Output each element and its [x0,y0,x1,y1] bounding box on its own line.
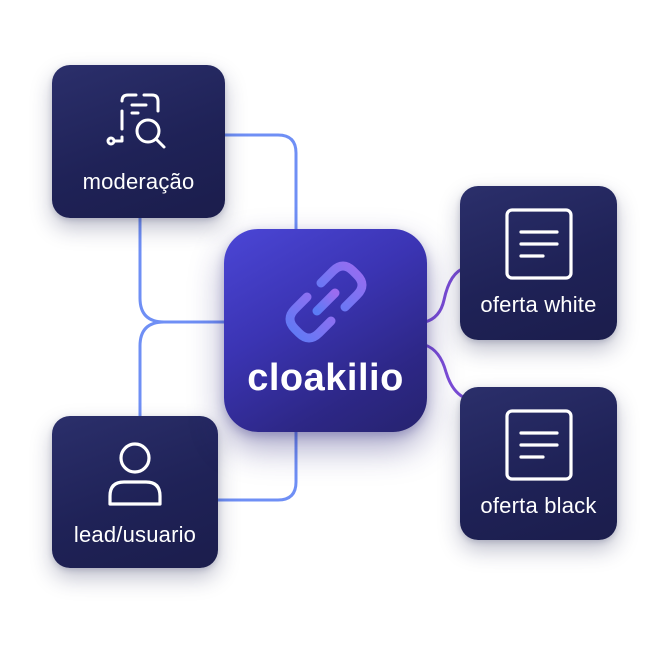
node-offer-black: oferta black [460,387,617,540]
connector-center-offer-black [423,343,467,400]
node-offer-white: oferta white [460,186,617,340]
connector-lead-center-left [138,320,166,418]
connector-lead-center-bottom [216,428,298,502]
link-chain-icon [283,259,369,345]
connector-moderation-center-left [138,216,228,324]
user-icon [102,438,168,508]
node-offer-black-label: oferta black [480,493,597,518]
node-offer-white-label: oferta white [480,292,597,317]
node-center-label: cloakilio [247,357,404,399]
document-icon [503,208,575,280]
document-search-icon [104,89,174,155]
node-lead-user-label: lead/usuario [73,522,197,547]
node-center-cloakilio: cloakilio [224,229,427,432]
connector-center-offer-white [423,266,467,324]
document-icon [503,409,575,481]
connector-moderation-center-top [220,133,298,234]
node-moderation-label: moderação [82,169,195,194]
node-moderation: moderação [52,65,225,218]
node-lead-user: lead/usuario [52,416,218,568]
